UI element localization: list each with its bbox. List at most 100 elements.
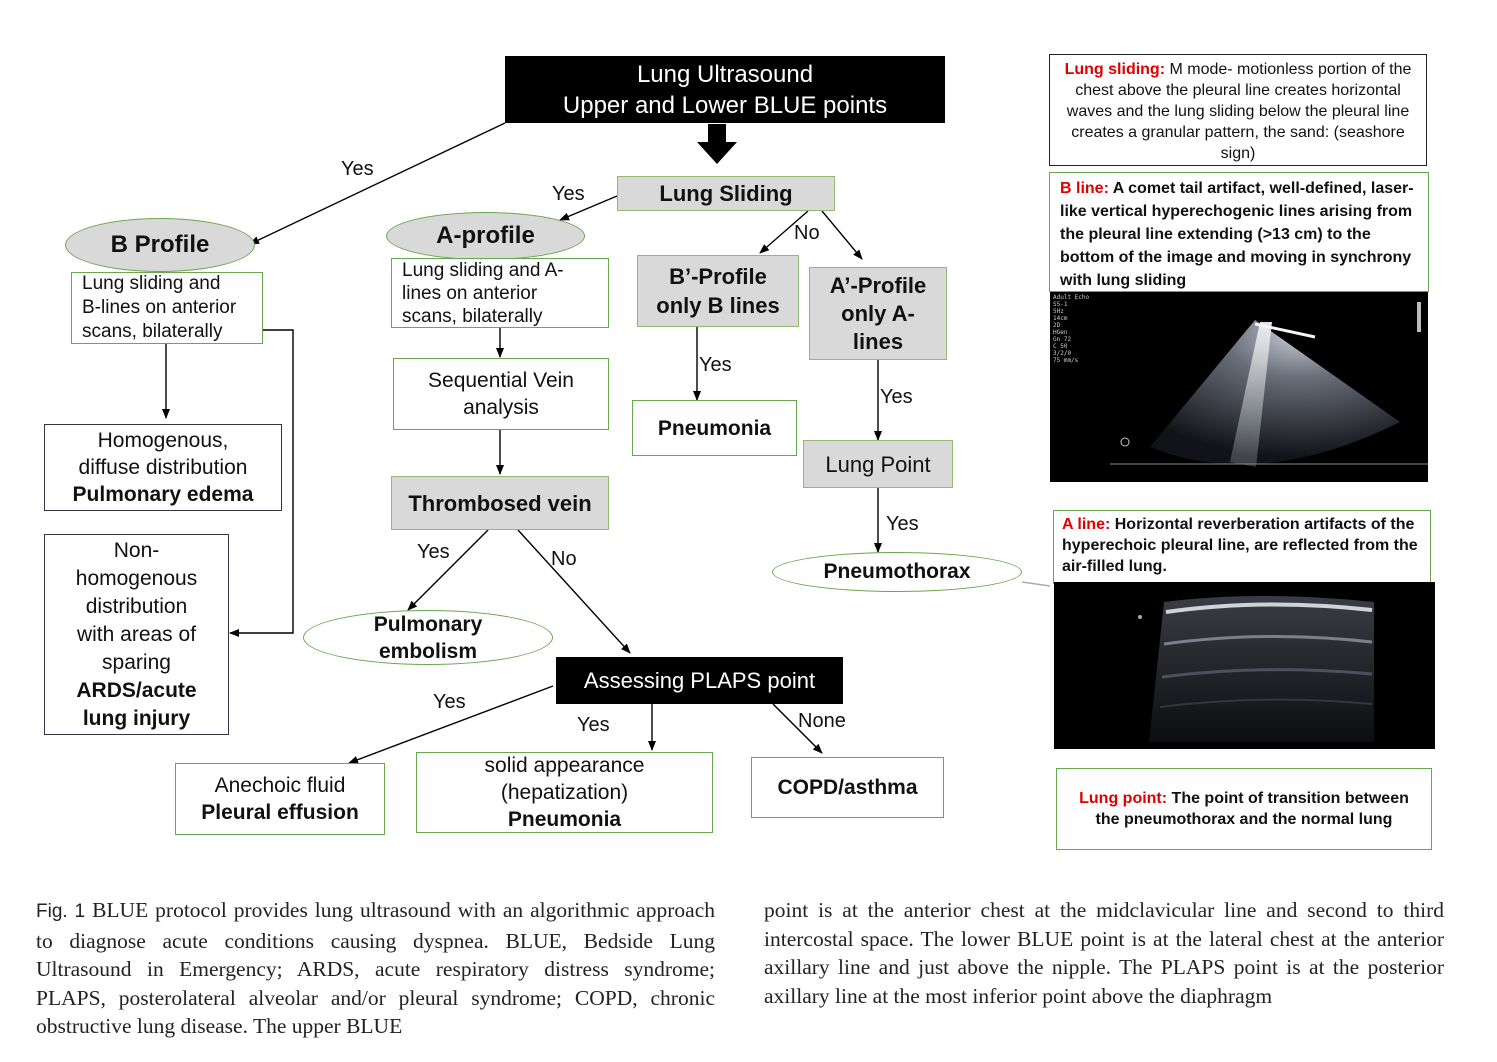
title-box: Lung Ultrasound Upper and Lower BLUE poi… [505, 56, 945, 123]
label-yes-pe: Yes [417, 541, 450, 563]
copd-box: COPD/asthma [751, 757, 944, 818]
ultrasound-orientation-marker [1138, 615, 1142, 619]
lung-point-note-text: Lung point: The point of transition betw… [1065, 788, 1423, 830]
a-desc-line: Lung sliding and A- [402, 259, 564, 281]
a-line-ultrasound-svg [1138, 596, 1374, 742]
figure-number: Fig. 1 [36, 901, 86, 922]
nonhomogenous-box: Non- homogenous distribution with areas … [44, 534, 229, 735]
b-profile-title: B Profile [110, 231, 210, 258]
overlay-line: C 50 [1053, 343, 1068, 350]
pneumonia-label: Pneumonia [657, 416, 772, 440]
homogenous-box: Homogenous, diffuse distribution Pulmona… [44, 424, 282, 511]
aprime-line3: lines [852, 328, 904, 354]
title-line2: Upper and Lower BLUE points [562, 91, 888, 119]
thrombosed-vein-box: Thrombosed vein [391, 476, 609, 530]
a-line-3 [1161, 668, 1373, 679]
a-profile-ellipse: A-profile [386, 212, 585, 260]
pneumothorax-ellipse: Pneumothorax [772, 552, 1022, 592]
note-text: The point of transition between the pneu… [1095, 790, 1409, 828]
overlay-line: Gn 72 [1053, 336, 1072, 343]
note-key: A line: [1062, 516, 1111, 533]
label-yes-effusion: Yes [433, 691, 466, 713]
note-text: M mode- motionless portion of the chest … [1066, 61, 1412, 162]
pe-line1: Pulmonary [373, 612, 483, 636]
ards-label-2: lung injury [82, 706, 191, 730]
pleural-effusion-box: Anechoic fluid Pleural effusion [175, 763, 385, 835]
pneumonia2-line1: solid appearance [484, 754, 645, 777]
plaps-label: Assessing PLAPS point [583, 668, 816, 693]
nonhomog-line: with areas of [76, 622, 197, 646]
nonhomog-line: homogenous [75, 566, 198, 590]
nonhomog-line: Non- [113, 538, 160, 562]
label-yes-aprofile: Yes [552, 183, 585, 205]
vein-line2: analysis [463, 396, 539, 419]
a-profile-desc: Lung sliding and A- lines on anterior sc… [391, 258, 609, 328]
lung-sliding-box: Lung Sliding [617, 176, 835, 211]
edge-ptx-aline [1021, 581, 1051, 587]
edge-thrombosed-pe [407, 529, 489, 611]
b-desc-line: B-lines on anterior [82, 297, 237, 318]
overlay-line: 5Hz [1053, 308, 1064, 315]
label-none-copd: None [798, 710, 846, 732]
a-line-note: A line: Horizontal reverberation artifac… [1053, 510, 1431, 584]
copd-label: COPD/asthma [777, 776, 918, 799]
b-profile-desc: Lung sliding and B-lines on anterior sca… [71, 272, 263, 344]
lung-point-note: Lung point: The point of transition betw… [1056, 768, 1432, 850]
pneumonia-plaps-box: solid appearance (hepatization) Pneumoni… [416, 752, 713, 833]
plaps-box: Assessing PLAPS point [556, 657, 843, 704]
aprime-line2: only A- [841, 300, 915, 326]
note-text: A comet tail artifact, well-defined, las… [1060, 180, 1414, 289]
note-key: Lung point: [1079, 790, 1168, 807]
a-line-1 [1165, 602, 1373, 614]
overlay-line: S5-1 [1053, 301, 1068, 308]
b-desc-line: scans, bilaterally [82, 321, 223, 342]
bprime-line2: only B lines [656, 293, 780, 318]
overlay-line: 2D [1053, 322, 1061, 329]
overlay-line: 3/2/0 [1053, 350, 1072, 357]
aprime-profile-box: A’-Profile only A- lines [809, 267, 947, 360]
bprime-profile-box: B’-Profile only B lines [637, 255, 799, 327]
pneumothorax-label: Pneumothorax [823, 560, 971, 583]
edge-sliding-aprofile [559, 195, 618, 221]
figure-caption-right: point is at the anterior chest at the mi… [764, 896, 1444, 1010]
label-no-sliding: No [794, 222, 820, 244]
label-yes-lungpoint: Yes [886, 513, 919, 535]
edge-plaps-effusion [348, 685, 554, 764]
lung-point-box: Lung Point [803, 440, 953, 488]
title-line1: Lung Ultrasound [636, 60, 814, 88]
a-desc-line: lines on anterior [402, 282, 538, 304]
label-yes-bprime: Yes [699, 354, 732, 376]
note-text: Horizontal reverberation artifacts of th… [1062, 516, 1418, 575]
aprime-line1: A’-Profile [829, 272, 927, 298]
pleural-effusion-label: Pleural effusion [201, 801, 359, 824]
b-line-note: B line: A comet tail artifact, well-defi… [1049, 172, 1429, 292]
overlay-line: Adult Echo [1053, 294, 1090, 301]
b-profile-ellipse: B Profile [65, 218, 255, 272]
pneumonia-box: Pneumonia [632, 400, 797, 456]
ards-label-1: ARDS/acute [76, 678, 197, 702]
edge-plaps-copd [772, 703, 823, 754]
overlay-line: 75 mm/s [1053, 357, 1079, 364]
a-profile-title: A-profile [436, 222, 535, 249]
a-desc-line: scans, bilaterally [402, 305, 543, 327]
homog-line1: Homogenous, [97, 429, 229, 452]
ultrasound-scale-bar [1417, 302, 1421, 332]
label-no-thrombosed: No [551, 548, 577, 570]
ultrasound-orientation-marker [1120, 437, 1130, 447]
caption-right-text: point is at the anterior chest at the mi… [764, 898, 1444, 1008]
homog-line2: diffuse distribution [78, 456, 248, 479]
a-line-2 [1163, 634, 1373, 646]
vein-line1: Sequential Vein [428, 369, 574, 392]
ultrasound-fan [1150, 320, 1400, 465]
lung-point-label: Lung Point [825, 451, 931, 477]
a-line-4 [1159, 698, 1373, 708]
edge-sliding-bprime [759, 210, 809, 254]
pe-line2: embolism [378, 639, 478, 663]
label-yes-pneumonia2: Yes [577, 714, 610, 736]
vein-analysis-box: Sequential Vein analysis [393, 358, 609, 430]
note-key: B line: [1060, 180, 1109, 197]
lung-sliding-note: Lung sliding: M mode- motionless portion… [1049, 54, 1427, 166]
overlay-line: HGen [1053, 329, 1068, 336]
note-key: Lung sliding: [1064, 61, 1166, 78]
b-desc-line: Lung sliding and [82, 273, 221, 294]
